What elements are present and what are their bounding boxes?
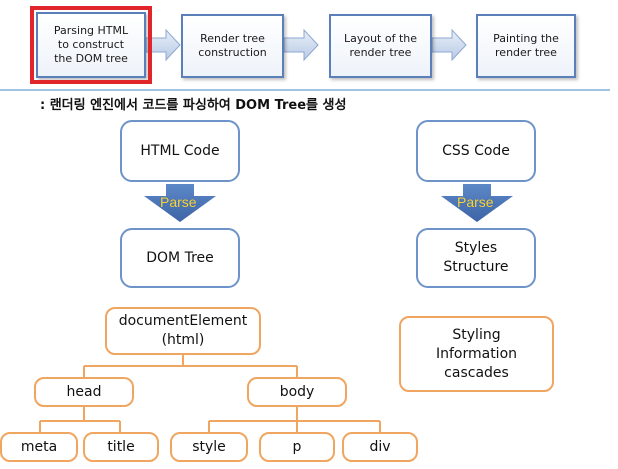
parse-label-right: Parse [457, 194, 494, 210]
css-code-box: CSS Code [416, 120, 536, 182]
dom-node-head: head [34, 377, 134, 407]
html-code-box: HTML Code [120, 120, 240, 182]
dom-node-p: p [259, 432, 335, 462]
styling-cascades-box: Styling Information cascades [399, 316, 554, 392]
dom-tree-box: DOM Tree [120, 228, 240, 288]
parse-label-left: Parse [160, 194, 197, 210]
dom-node-title: title [83, 432, 159, 462]
stage-painting-render-tree: Painting the render tree [476, 14, 576, 78]
caption-text: : 랜더링 엔진에서 코드를 파싱하여 DOM Tree를 생성 [40, 98, 347, 113]
dom-node-document-element: documentElement (html) [105, 307, 261, 355]
styles-structure-box: Styles Structure [416, 228, 536, 288]
dom-node-meta: meta [0, 432, 78, 462]
dom-node-body: body [247, 377, 347, 407]
tree-connectors [39, 355, 381, 432]
dom-node-div: div [342, 432, 418, 462]
dom-node-style: style [170, 432, 248, 462]
stage-parsing-html: Parsing HTML to construct the DOM tree [30, 6, 152, 84]
parse-arrow-right [441, 184, 513, 222]
pipeline-arrow-2 [283, 28, 319, 62]
stage-layout-render-tree: Layout of the render tree [329, 14, 432, 78]
parse-arrow-left [144, 184, 216, 222]
stage-render-tree-construction: Render tree construction [181, 14, 284, 78]
pipeline-arrow-1 [145, 28, 181, 62]
pipeline-arrow-3 [431, 28, 467, 62]
